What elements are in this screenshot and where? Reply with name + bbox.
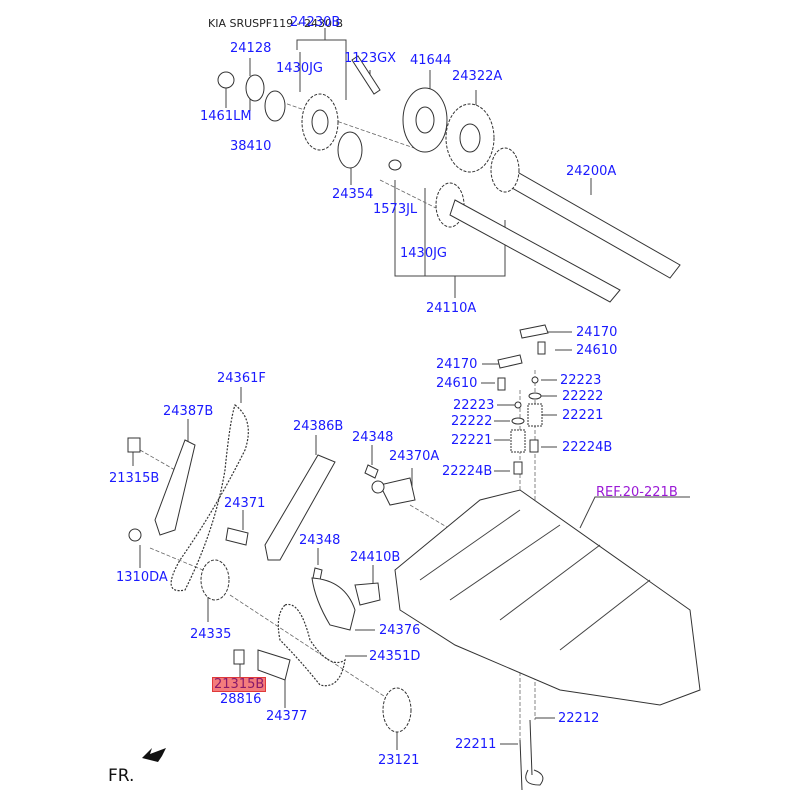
callout-24348-mid[interactable]: 24348 [299, 533, 341, 548]
callout-24361F[interactable]: 24361F [217, 371, 266, 386]
callout-24200A[interactable]: 24200A [566, 164, 617, 179]
lower-timing-chain [277, 603, 346, 687]
callout-22221-left[interactable]: 22221 [451, 433, 493, 448]
callout-24376[interactable]: 24376 [379, 623, 421, 638]
callout-24387B[interactable]: 24387B [163, 404, 214, 419]
callout-22222-right[interactable]: 22222 [562, 389, 604, 404]
callout-38410[interactable]: 38410 [230, 139, 272, 154]
callout-24110A[interactable]: 24110A [426, 301, 477, 316]
callout-24370A[interactable]: 24370A [389, 449, 440, 464]
callout-24354[interactable]: 24354 [332, 187, 374, 202]
callout-24128[interactable]: 24128 [230, 41, 272, 56]
callout-24348-top[interactable]: 24348 [352, 430, 394, 445]
callout-21315B-top[interactable]: 21315B [109, 471, 160, 486]
callout-1430JG[interactable]: 1430JG [276, 61, 323, 76]
callout-22211[interactable]: 22211 [455, 737, 497, 752]
intake-sprocket [301, 93, 339, 151]
callout-22224B-left[interactable]: 22224B [442, 464, 493, 479]
front-direction-label: FR. [108, 766, 135, 786]
cylinder-head [394, 489, 701, 706]
callout-24377[interactable]: 24377 [266, 709, 308, 724]
callout-24351D[interactable]: 24351D [369, 649, 421, 664]
callout-24170-right[interactable]: 24170 [576, 325, 618, 340]
callout-1123GX[interactable]: 1123GX [344, 51, 397, 66]
callout-24610-right[interactable]: 24610 [576, 343, 618, 358]
callout-24170-left[interactable]: 24170 [436, 357, 478, 372]
callout-22223-left[interactable]: 22223 [453, 398, 495, 413]
upper-timing-chain [170, 404, 249, 592]
callout-28816[interactable]: 28816 [220, 692, 262, 707]
exhaust-cvvt [445, 103, 495, 173]
callout-24335[interactable]: 24335 [190, 627, 232, 642]
callout-24371[interactable]: 24371 [224, 496, 266, 511]
callout-22222-left[interactable]: 22222 [451, 414, 493, 429]
callout-22212[interactable]: 22212 [558, 711, 600, 726]
callout-1310DA[interactable]: 1310DA [116, 570, 168, 585]
callout-24230B[interactable]: 24230B [290, 15, 341, 30]
diagram-title: KIA SRUSPF119 - 2430 B [208, 17, 344, 30]
callout-1461LM[interactable]: 1461LM [200, 109, 252, 124]
callout-24386B[interactable]: 24386B [293, 419, 344, 434]
callout-22224B-right[interactable]: 22224B [562, 440, 613, 455]
parts [127, 55, 701, 791]
callout-22221-right[interactable]: 22221 [562, 408, 604, 423]
callout-22223-right[interactable]: 22223 [560, 373, 602, 388]
callout-23121[interactable]: 23121 [378, 753, 420, 768]
callout-ref-20-221B[interactable]: REF.20-221B [596, 485, 678, 500]
callout-24610-left[interactable]: 24610 [436, 376, 478, 391]
callout-1573JL[interactable]: 1573JL [373, 202, 418, 217]
callout-21315B-selected[interactable]: 21315B [212, 677, 267, 692]
front-arrow-icon [142, 748, 166, 762]
callout-24322A[interactable]: 24322A [452, 69, 503, 84]
callout-41644[interactable]: 41644 [410, 53, 452, 68]
callout-1430JG-mid[interactable]: 1430JG [400, 246, 447, 261]
callout-24410B[interactable]: 24410B [350, 550, 401, 565]
